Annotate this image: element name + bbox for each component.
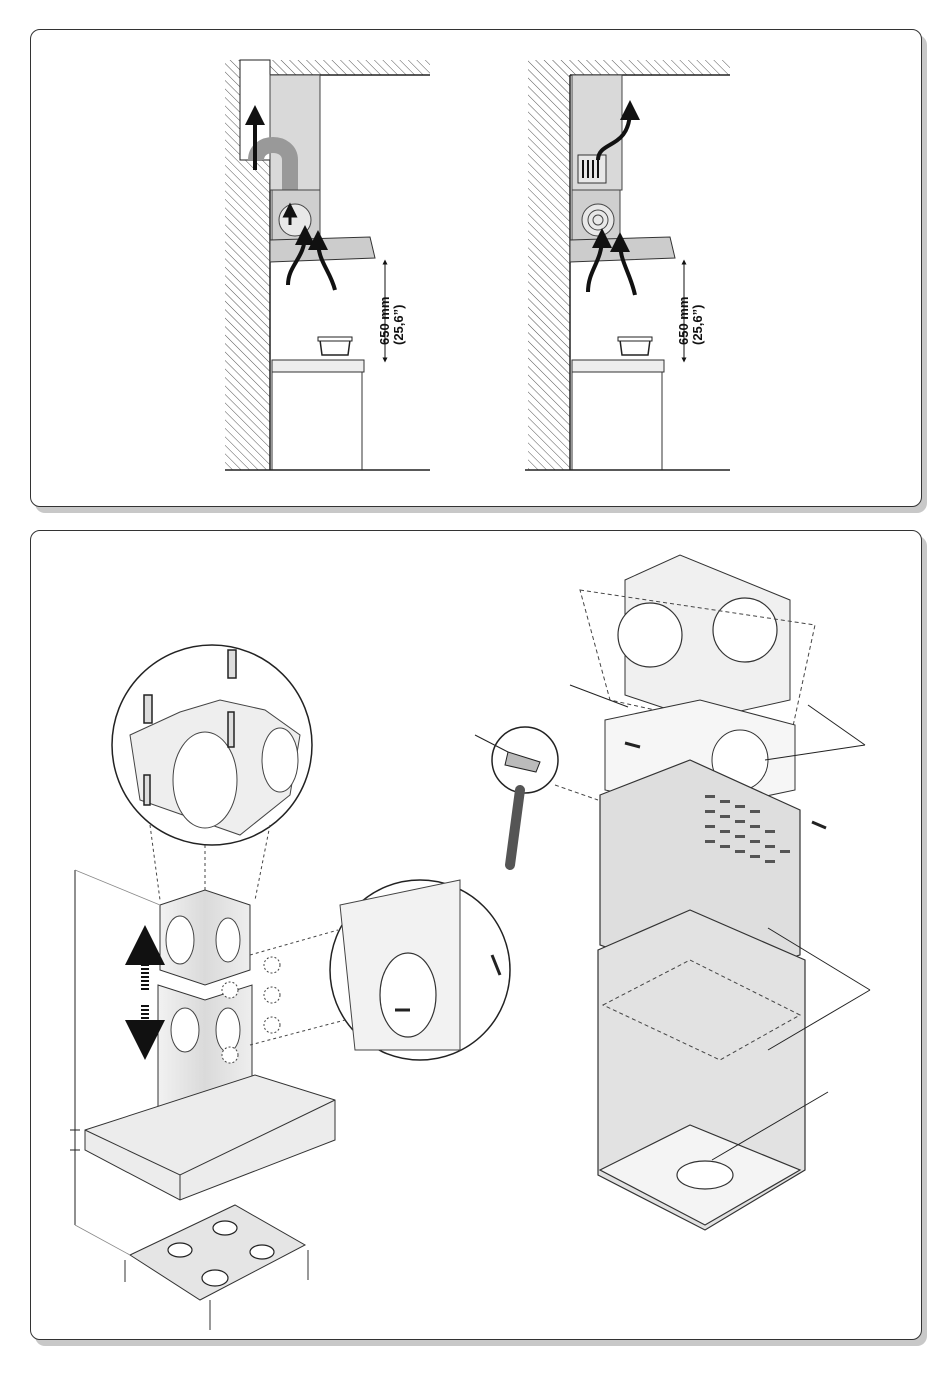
ducted-mode-diagram	[225, 60, 430, 470]
kitchen-cabinet	[272, 372, 362, 470]
cooktop	[572, 360, 664, 372]
ceiling-hatch	[270, 60, 430, 75]
height-label-inch-right: (25,6”)	[690, 305, 705, 345]
motor-fan	[582, 204, 614, 236]
kitchen-cabinet	[572, 372, 662, 470]
height-label-left: 650 mm	[377, 297, 392, 345]
cooking-pot	[620, 340, 650, 355]
screw	[812, 822, 826, 828]
chimney-height-adjustment-figure	[70, 645, 510, 1330]
wall-hatch	[528, 60, 570, 470]
recirculating-mode-diagram	[525, 60, 730, 470]
hood-exploded-figure	[475, 555, 870, 1230]
hood-canopy	[85, 1075, 335, 1200]
motor-fan	[279, 204, 311, 236]
air-outlet	[677, 1161, 733, 1189]
height-label-right: 650 mm	[676, 297, 691, 345]
ceiling-hatch	[570, 60, 730, 75]
lens-handle	[510, 790, 520, 865]
cooktop	[272, 360, 364, 372]
height-label-inch-left: (25,6”)	[391, 305, 406, 345]
cooking-pot	[320, 340, 350, 355]
